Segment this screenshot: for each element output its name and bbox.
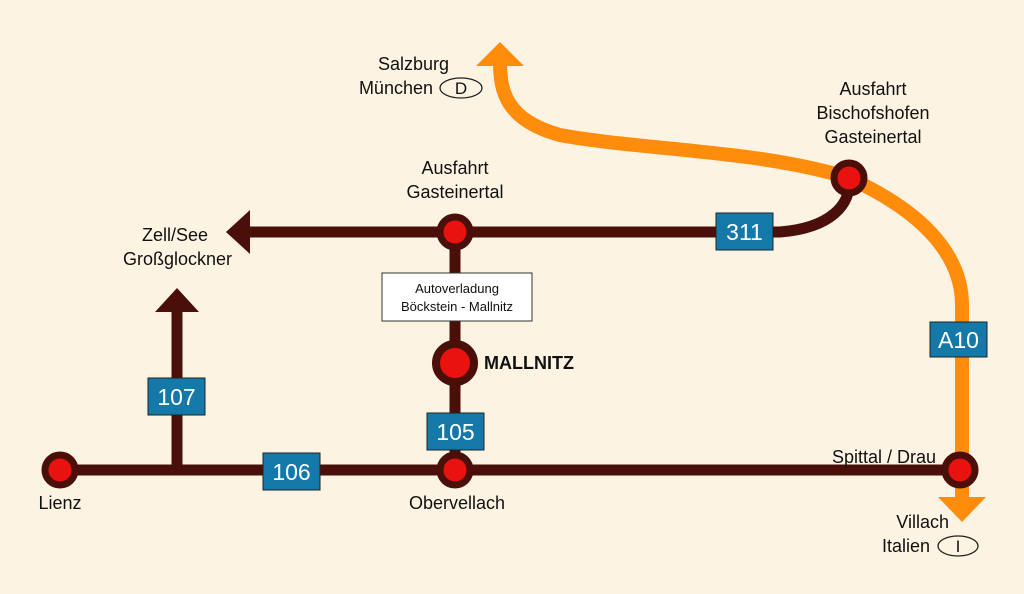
label-grossglockner: Großglockner (123, 249, 232, 269)
shield-105: 105 (426, 412, 485, 451)
shield-311: 311 (715, 212, 774, 251)
arrow-zell-see-west (226, 210, 250, 254)
arrow-south-villach (938, 497, 986, 522)
svg-text:Böckstein - Mallnitz: Böckstein - Mallnitz (401, 299, 513, 314)
label-lienz: Lienz (38, 493, 81, 513)
label-villach: Villach (896, 512, 949, 532)
label-zell-see: Zell/See (142, 225, 208, 245)
label-bischofshofen-2: Bischofshofen (816, 103, 929, 123)
svg-text:Autoverladung: Autoverladung (415, 281, 499, 296)
label-obervellach: Obervellach (409, 493, 505, 513)
svg-text:D: D (455, 79, 467, 98)
svg-text:105: 105 (436, 419, 474, 445)
shield-106: 106 (262, 452, 321, 491)
svg-text:106: 106 (272, 459, 310, 485)
motorway-a10-north (493, 61, 852, 185)
arrow-north-salzburg (476, 42, 524, 66)
shield-107: 107 (147, 377, 206, 416)
label-muenchen: München (359, 78, 433, 98)
label-spittal: Spittal / Drau (832, 447, 936, 467)
node-obervellach (436, 451, 474, 489)
label-gasteinertal-1: Ausfahrt (421, 158, 488, 178)
car-train-box: Autoverladung Böckstein - Mallnitz (381, 272, 533, 322)
country-badge-d: D (439, 77, 483, 99)
label-mallnitz: MALLNITZ (484, 353, 574, 373)
arrow-107-north (155, 288, 199, 312)
label-bischofshofen-3: Gasteinertal (824, 127, 921, 147)
label-salzburg: Salzburg (378, 54, 449, 74)
node-bischofshofen (830, 159, 868, 197)
shield-a10: A10 (929, 321, 988, 358)
svg-text:I: I (956, 537, 961, 556)
label-gasteinertal-2: Gasteinertal (406, 182, 503, 202)
label-italien: Italien (882, 536, 930, 556)
svg-text:A10: A10 (938, 327, 979, 353)
node-lienz (41, 451, 79, 489)
svg-text:311: 311 (726, 219, 763, 245)
svg-text:107: 107 (157, 384, 195, 410)
motorway-a10-south (846, 171, 969, 500)
country-badge-i: I (937, 535, 979, 557)
node-mallnitz (432, 340, 478, 386)
node-spittal (941, 451, 979, 489)
node-gasteinertal (436, 213, 474, 251)
label-bischofshofen-1: Ausfahrt (839, 79, 906, 99)
